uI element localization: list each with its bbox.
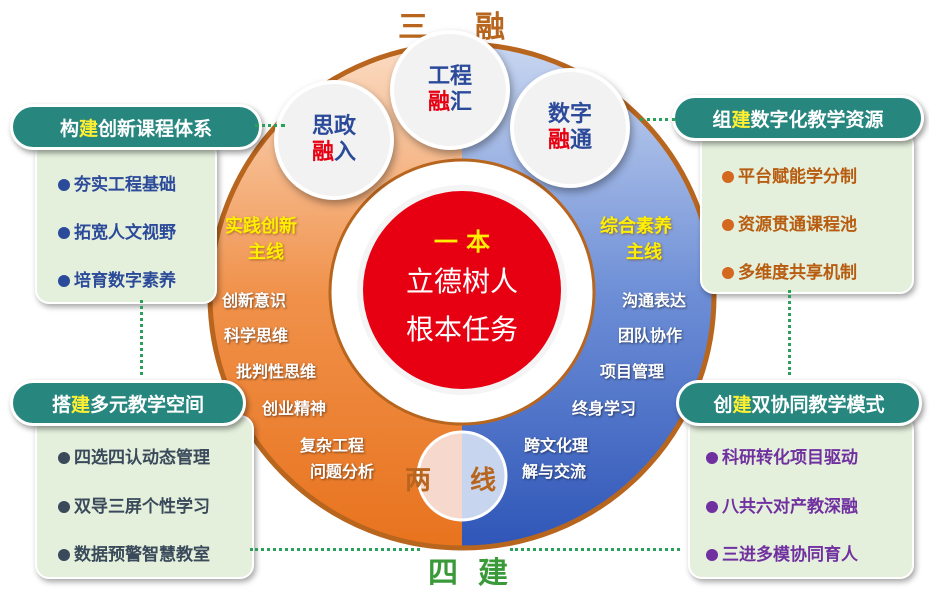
connector [250,548,420,551]
list-item: 科研转化项目驱动 [706,443,858,468]
list-item: 多维度共享机制 [722,258,857,283]
list-item: 八共六对产教深融 [706,492,858,517]
right-item: 终身学习 [572,399,637,418]
bubble-digital: 数字融通 [510,68,630,188]
box-teaching-mode-header: 创建双协同教学模式 [676,380,922,426]
two-lines-2: 线 [470,466,497,496]
right-line-title2: 主线 [626,242,662,263]
right-line-title1: 综合素养 [600,216,672,237]
left-item: 问题分析 [310,462,375,481]
center-line1: 立德树人 [405,265,518,298]
bullet-icon [706,501,718,513]
box-digital-resources-header: 组建数字化教学资源 [672,95,924,141]
right-item: 跨文化理 [524,436,589,455]
box-teaching-space-header: 搭建多元教学空间 [10,380,246,426]
connector [640,118,675,121]
connector [140,300,143,375]
bullet-icon [706,549,718,561]
list-item: 平台赋能学分制 [722,162,857,187]
right-item: 团队协作 [618,326,683,345]
bottom-title-1: 四 [428,556,458,591]
left-line-title1: 实践创新 [225,216,297,237]
bullet-icon [58,549,70,561]
connector [255,124,285,127]
right-item: 项目管理 [600,362,665,381]
box-course-system-header: 构建创新课程体系 [10,104,262,150]
bullet-icon [58,275,70,287]
box-teaching-space [35,415,254,579]
left-item: 科学思维 [224,326,289,345]
list-item: 夯实工程基础 [58,170,176,195]
center-title: 一 本 [433,228,491,256]
list-item: 双导三屏个性学习 [58,492,210,517]
bullet-icon [722,171,734,183]
center-line2: 根本任务 [405,313,518,346]
list-item: 拓宽人文视野 [58,218,176,243]
bullet-icon [58,452,70,464]
left-item: 批判性思维 [236,362,317,381]
right-item: 解与交流 [522,462,587,481]
bullet-icon [58,227,70,239]
bullet-icon [58,501,70,513]
left-item: 复杂工程 [300,436,365,455]
two-lines-1: 两 [405,466,432,496]
connector [510,548,680,551]
list-item: 培育数字素养 [58,266,176,291]
bullet-icon [722,219,734,231]
bottom-title-2: 建 [478,556,508,591]
left-item: 创新意识 [222,291,287,310]
list-item: 四选四认动态管理 [58,443,210,468]
two-lines-circle [416,430,508,522]
bubble-ideological: 思政融入 [274,80,394,200]
list-item: 资源贯通课程池 [722,210,857,235]
list-item: 数据预警智慧教室 [58,540,210,565]
bullet-icon [706,452,718,464]
right-item: 沟通表达 [622,291,687,310]
bubble-engineering: 工程融汇 [390,30,510,150]
left-item: 创业精神 [262,399,327,418]
left-line-title2: 主线 [248,242,284,263]
connector [788,290,791,375]
center-red-circle [357,185,567,395]
bullet-icon [722,267,734,279]
box-teaching-mode [688,415,914,579]
list-item: 三进多模协同育人 [706,540,858,565]
bullet-icon [58,179,70,191]
